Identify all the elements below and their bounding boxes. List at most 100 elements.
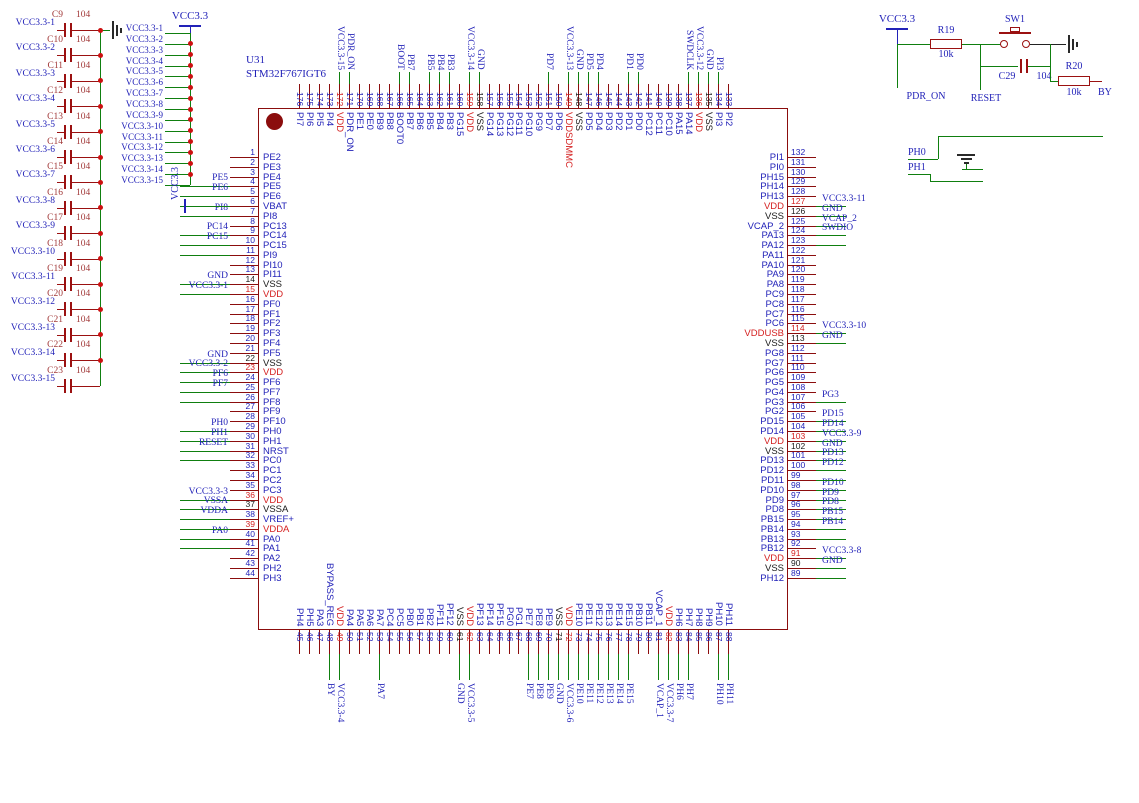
pin-stub (638, 84, 640, 108)
wire (165, 33, 190, 34)
capacitor-plate (70, 150, 72, 164)
pin-number: 40 (245, 528, 255, 539)
wire (962, 44, 1001, 45)
pin-number: 77 (614, 632, 625, 642)
capacitor-plate (70, 48, 72, 63)
pin-stub (518, 84, 520, 108)
junction-dot (187, 73, 193, 79)
net-label: PDR_ON (906, 91, 946, 102)
cap-ref: C14 (47, 137, 63, 147)
wire (718, 72, 720, 84)
wire (816, 421, 846, 423)
wire (816, 450, 846, 452)
pin-name: BOOT0 (393, 112, 405, 145)
pin-number: 58 (424, 632, 435, 642)
pin-name: PE5 (263, 181, 281, 193)
pin-number: 20 (245, 332, 255, 343)
net-label: VCC3.3-5 (464, 683, 475, 723)
pin-stub (788, 362, 816, 364)
pin-stub (638, 630, 640, 654)
pin-stub (230, 362, 258, 364)
pin-name: PD9 (765, 494, 784, 506)
cap-ref: C21 (47, 314, 63, 325)
capacitor-plate (64, 200, 66, 215)
net-label: PG3 (822, 389, 839, 400)
pin-name: PF10 (263, 416, 286, 428)
pin-number: 128 (791, 186, 806, 197)
net-label: VCC3.3-13 (10, 322, 55, 333)
net-label: RESET (970, 93, 1002, 104)
pin-name: PE13 (603, 603, 615, 627)
wire (57, 207, 64, 209)
pin-number: 142 (634, 92, 645, 107)
wire (628, 654, 630, 680)
wire (180, 519, 230, 521)
wire (816, 342, 846, 344)
pin-number: 57 (414, 632, 425, 642)
pin-name: PE3 (263, 161, 281, 173)
pin-number: 125 (791, 215, 806, 226)
pin-stub (230, 166, 258, 168)
pin-name: PI4 (323, 112, 335, 127)
net-label: PD1 (624, 53, 635, 70)
net-label: PD8 (822, 497, 839, 508)
pin-stub (230, 411, 258, 413)
pin-name: PE4 (263, 171, 281, 183)
pin-stub (788, 460, 816, 462)
pin-name: PC9 (765, 289, 784, 300)
pin-name: VDD (333, 606, 345, 627)
pin-name: PA1 (263, 543, 281, 555)
wire (980, 44, 981, 66)
pin-number: 94 (791, 518, 801, 529)
wire (930, 181, 983, 182)
pin-number: 91 (791, 548, 801, 559)
pin-name: PE1 (353, 112, 365, 130)
pin-number: 5 (250, 186, 255, 197)
wire (598, 72, 600, 84)
pin-stub (230, 509, 258, 511)
pin-name: PH7 (683, 608, 695, 627)
pin-stub (678, 84, 680, 108)
pin-number: 10 (245, 235, 255, 246)
pin-stub (618, 84, 620, 108)
power-flag-bar (179, 25, 201, 27)
pin-name: PC15 (263, 240, 287, 252)
capacitor-plate (64, 327, 66, 342)
cap-ref: C10 (47, 35, 63, 46)
pin-stub (648, 630, 650, 654)
pin-number: 160 (454, 92, 465, 107)
wire (1050, 66, 1051, 81)
pin-name: PB7 (403, 112, 415, 130)
wire (816, 499, 846, 501)
pin-number: 121 (791, 254, 806, 265)
net-label: PC15 (206, 232, 228, 243)
wire (72, 131, 100, 133)
wire (378, 654, 380, 680)
pin-number: 13 (245, 264, 255, 275)
net-label: VCC3.3-15 (121, 175, 163, 186)
pin-name: PD12 (760, 465, 784, 477)
junction-dot (187, 139, 193, 145)
net-label: VCAP_2 (822, 213, 857, 224)
pin-name: VBAT (263, 200, 288, 212)
capacitor-plate (64, 302, 66, 317)
wire (528, 654, 530, 680)
ground-icon (963, 162, 969, 164)
pin-name: BYPASS_REG (323, 563, 335, 627)
wire (180, 372, 230, 374)
pin-number: 130 (791, 166, 806, 177)
pin-name: PD0 (633, 112, 645, 131)
pin-number: 89 (791, 567, 801, 578)
pin-stub (688, 84, 690, 108)
pin-name: PF9 (263, 406, 281, 418)
pin-number: 165 (404, 92, 415, 107)
pin-name: PF1 (263, 308, 281, 320)
pin-stub (788, 568, 816, 569)
net-label: GND (454, 683, 465, 704)
pin-stub (588, 84, 590, 108)
cap-value: 104 (76, 86, 91, 97)
pin-number: 80 (644, 632, 655, 642)
pin-name: PE14 (613, 603, 625, 627)
pin-stub (230, 205, 258, 207)
pin-stub (230, 528, 258, 530)
